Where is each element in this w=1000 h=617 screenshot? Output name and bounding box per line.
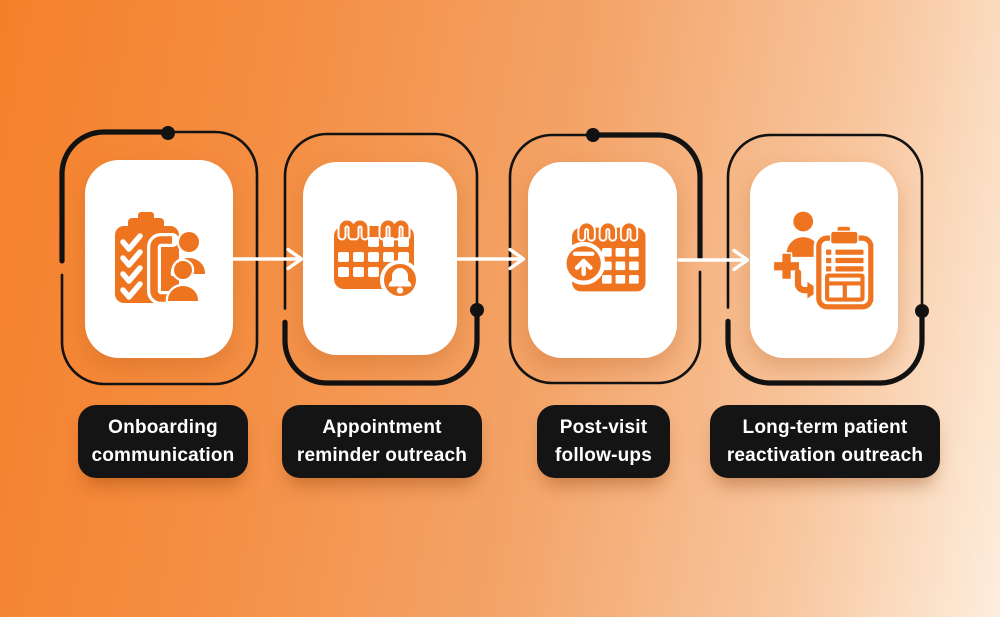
step-card-followup	[528, 162, 677, 358]
step-card-onboarding	[85, 160, 233, 358]
clipboard-checklist-people-icon	[115, 212, 208, 305]
frame-node-dot	[586, 128, 600, 142]
calendar-upload-icon	[561, 220, 645, 291]
frame-node-dot	[470, 303, 484, 317]
step-label-reactivation: Long-term patient reactivation outreach	[710, 405, 940, 478]
step-label-onboarding: Onboarding communication	[78, 405, 248, 478]
calendar-bell-icon	[334, 218, 420, 300]
step-label-reminder: Appointment reminder outreach	[282, 405, 482, 478]
step-label-followup: Post-visit follow-ups	[537, 405, 670, 478]
frame-node-dot	[915, 304, 929, 318]
step-card-reactivation	[750, 162, 898, 358]
frame-outline	[507, 132, 703, 386]
frame-outline	[282, 131, 480, 386]
frame-outline	[725, 132, 925, 386]
frame-node-dot	[161, 126, 175, 140]
step-card-reminder	[303, 162, 457, 355]
patient-reactivation-clipboard-icon	[772, 211, 876, 312]
frame-outline	[59, 129, 260, 387]
